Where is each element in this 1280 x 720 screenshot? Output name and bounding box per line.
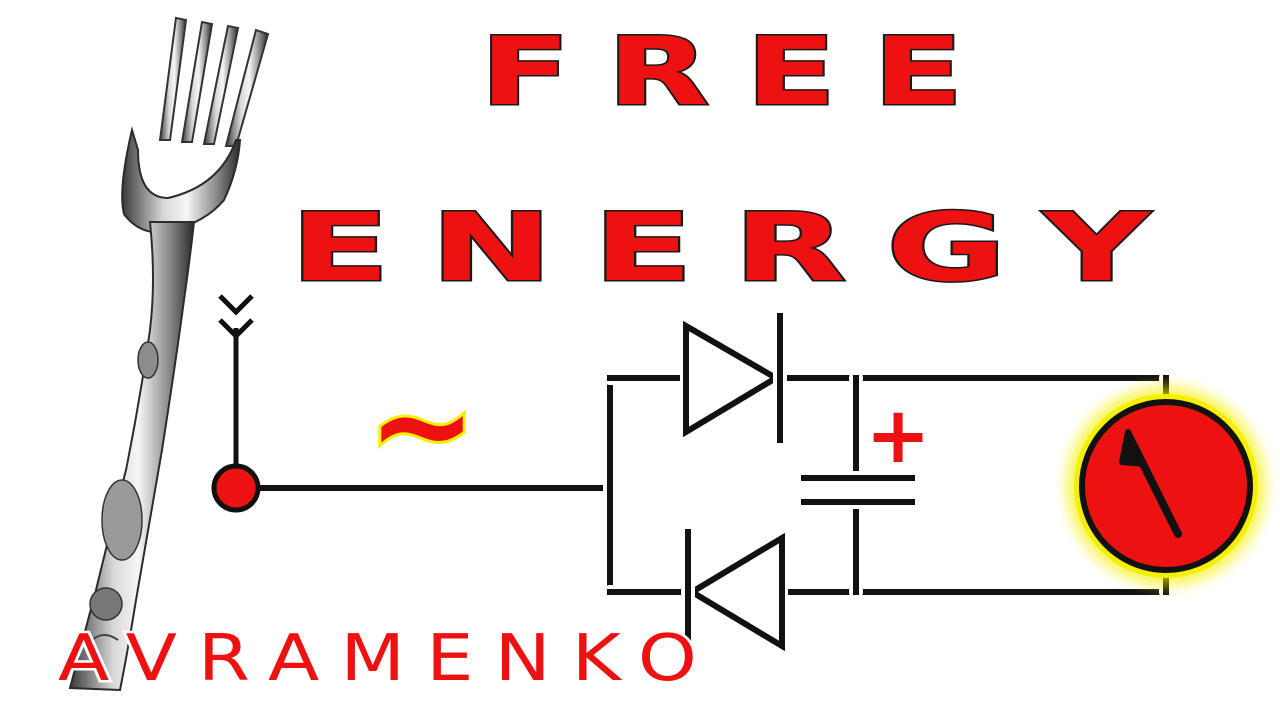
title-line-1: FREE [480,18,1000,127]
diode-bottom [681,525,788,661]
fork-icon [68,16,270,692]
ac-symbol: ~ [368,349,477,501]
input-terminal [211,463,609,513]
antenna-icon [218,294,254,464]
diode-top [680,309,787,447]
title-line-2: ENERGY [290,194,1190,303]
polarity-plus: + [865,391,930,481]
author-credit: AVRAMENKO [58,622,718,696]
meter-icon [1058,378,1274,594]
rectifier-circuit: ~ [211,294,1274,661]
capacitor [797,371,919,599]
